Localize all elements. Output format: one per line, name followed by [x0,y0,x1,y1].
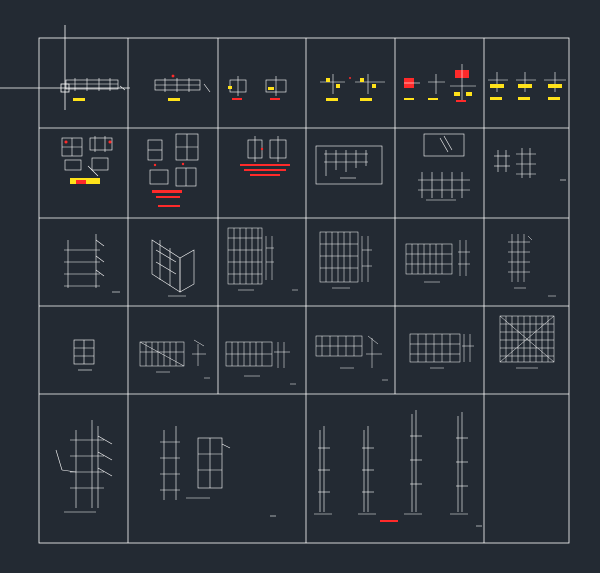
cell-r4c5-truss-elevation [409,333,474,369]
cell-r4c3-truss-elevation [225,341,296,385]
cell-r1c2-elevation-strip [154,74,211,101]
sheet-grid-frame [38,37,570,544]
cell-r1c6-node-details [488,72,566,100]
cell-r3c1-section-view [64,234,120,293]
cell-r5c1-tall-section [55,420,113,513]
cell-r1c1-elevation-strip [65,78,126,101]
cell-r4c2-truss-elevation [139,339,210,379]
cell-r3c6-section-view [508,234,556,297]
cell-r2c6-section-detail [494,148,566,181]
cell-r3c2-iso-view [151,239,195,297]
crosshair-cursor [0,25,130,110]
cell-r2c1-detail-cluster [61,136,113,184]
cell-r4c1-small-plan [73,339,95,371]
cell-r5c2-tall-section [160,426,276,517]
cell-r1c3-node-details [228,76,287,100]
cell-r4c6-dense-grid [499,315,555,369]
cell-r2c4-framed-detail [315,145,383,185]
cell-r3c3-grid-elevation [227,227,298,291]
cell-r3c4-grid-elevation [319,231,372,289]
outer-border [38,37,570,544]
cell-r2c3-detail-cluster [240,136,290,176]
cell-r1c4-node-details [320,74,385,101]
cell-r2c5-framed-detail [418,133,470,201]
cell-r3c5-grid-elevation [405,240,470,283]
cell-r2c2-detail-cluster [147,133,199,207]
cell-r5c3-multi-section [314,410,482,527]
cell-r1c5-node-details [404,64,476,102]
cell-r4c4-truss-elevation [315,335,388,381]
